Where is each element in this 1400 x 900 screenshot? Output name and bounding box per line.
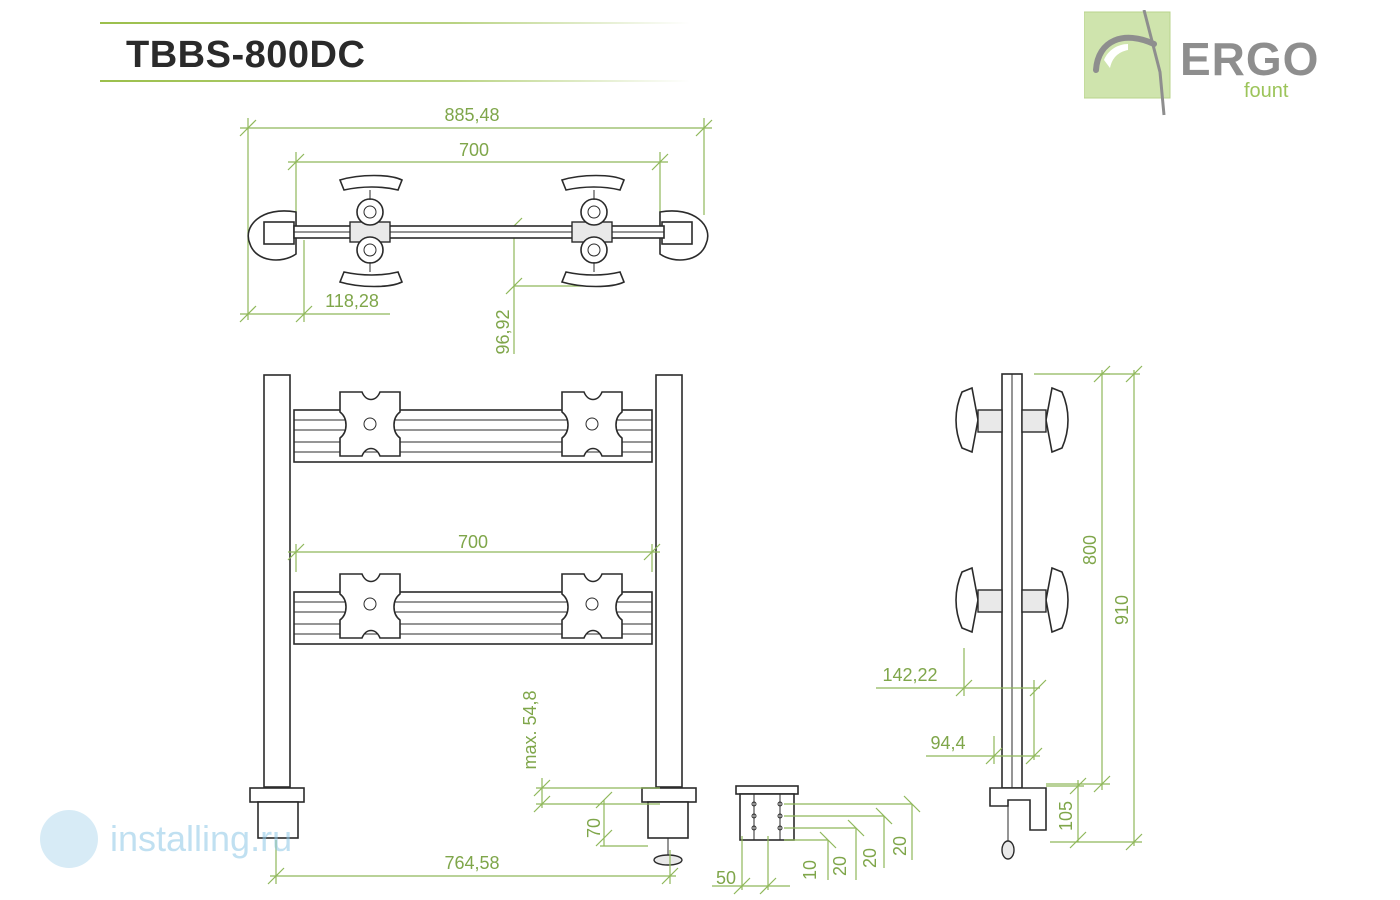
dim-side-arm-spacing: 800 (1080, 535, 1100, 565)
logo-mark-icon (1083, 9, 1171, 116)
logo-subtitle: fount (1244, 80, 1289, 102)
brand-logo: ERGO fount (1083, 9, 1324, 120)
dim-top-arm-depth: 96,92 (493, 309, 513, 354)
dim-front-arm-span: 700 (458, 532, 488, 552)
clamp-detail: 50 10 20 20 20 (712, 785, 921, 895)
title-rule-top (100, 22, 690, 24)
watermark: installing.ru (20, 806, 320, 876)
page-title: TBBS-800DC (126, 34, 366, 76)
dim-front-clamp-height: 70 (584, 818, 604, 838)
side-view: 800 910 142,22 94,4 105 (876, 365, 1143, 860)
watermark-text: installing.ru (110, 818, 293, 859)
logo-wordmark: ERGO (1180, 33, 1320, 85)
watermark-gear-icon (40, 810, 98, 868)
title-rule-bottom (100, 80, 690, 82)
dim-side-clamp-height: 105 (1056, 801, 1076, 831)
dim-side-depth-1: 142,22 (882, 665, 937, 685)
title-block: TBBS-800DC (100, 22, 690, 84)
dim-front-max-height: max. 54,8 (520, 690, 540, 769)
dim-clamp-h3: 20 (860, 848, 880, 868)
dim-side-depth-2: 94,4 (930, 733, 965, 753)
dim-top-arm-span: 700 (459, 140, 489, 160)
dim-clamp-h1: 10 (800, 860, 820, 880)
dim-front-base-width: 764,58 (444, 853, 499, 873)
front-view: 700 max. 54,8 70 764,58 (249, 374, 697, 885)
dim-side-total-height: 910 (1112, 595, 1132, 625)
top-view: 885,48 700 118,28 96,92 (239, 105, 713, 355)
dim-clamp-width: 50 (716, 868, 736, 888)
dim-clamp-h2: 20 (830, 856, 850, 876)
dim-clamp-h4: 20 (890, 836, 910, 856)
dim-top-clamp-offset: 118,28 (325, 291, 379, 311)
dim-top-overall-width: 885,48 (444, 105, 499, 125)
